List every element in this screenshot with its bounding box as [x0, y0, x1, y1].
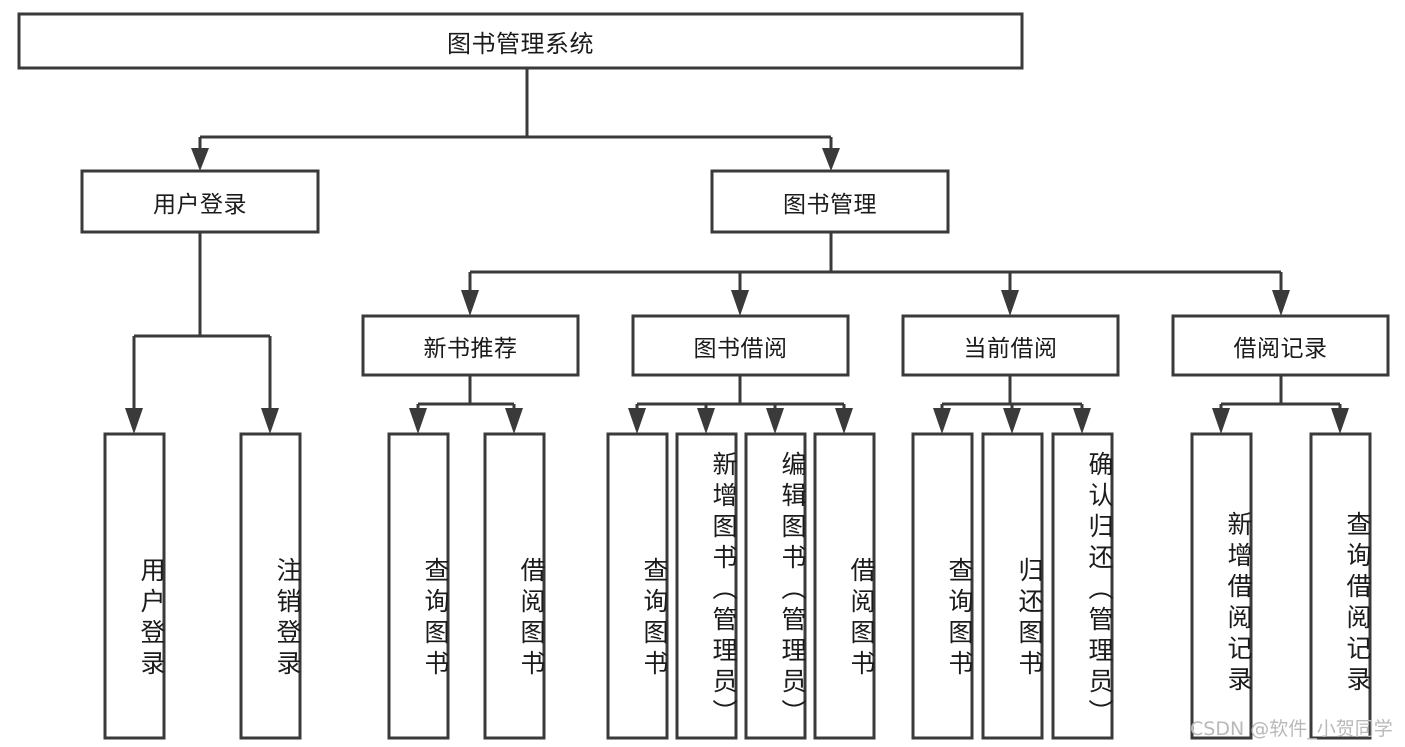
arrow-head-user-login: [191, 148, 209, 171]
arrow-head-book-borrow: [731, 290, 749, 316]
node-box-leaf-book-borrow-3[interactable]: [813, 432, 876, 740]
arrow-head-leaf-borrow-record-0: [1212, 408, 1230, 434]
node-box-leaf-book-borrow-0[interactable]: [606, 432, 669, 740]
node-box-book-management[interactable]: [710, 169, 950, 234]
arrow-head-new-book-recommend: [461, 290, 479, 316]
arrow-head-leaf-user-login-1: [261, 408, 279, 434]
node-box-leaf-new-book-1[interactable]: [483, 432, 546, 740]
node-box-leaf-new-book-0[interactable]: [387, 432, 450, 740]
node-box-root[interactable]: [17, 12, 1024, 70]
arrow-head-leaf-book-borrow-1: [697, 408, 715, 434]
node-box-new-book-recommend[interactable]: [361, 314, 580, 377]
arrow-head-book-management: [822, 148, 840, 171]
node-box-leaf-user-login-1[interactable]: [239, 432, 302, 740]
arrow-head-borrow-record: [1272, 290, 1290, 316]
node-box-leaf-user-login-0[interactable]: [103, 432, 166, 740]
node-box-current-borrow[interactable]: [901, 314, 1120, 377]
node-box-leaf-book-borrow-2[interactable]: [744, 432, 807, 740]
arrow-head-leaf-current-borrow-0: [933, 408, 951, 434]
arrow-head-leaf-new-book-0: [409, 408, 427, 434]
arrow-head-current-borrow: [1001, 290, 1019, 316]
arrow-head-leaf-book-borrow-2: [766, 408, 784, 434]
arrow-head-leaf-user-login-0: [125, 408, 143, 434]
node-box-book-borrow[interactable]: [631, 314, 850, 377]
node-box-leaf-borrow-record-1[interactable]: [1309, 432, 1372, 740]
node-box-leaf-book-borrow-1[interactable]: [675, 432, 738, 740]
arrow-head-leaf-borrow-record-1: [1331, 408, 1349, 434]
arrow-head-leaf-current-borrow-1: [1003, 408, 1021, 434]
node-box-leaf-current-borrow-0[interactable]: [911, 432, 974, 740]
arrow-head-leaf-current-borrow-2: [1073, 408, 1091, 434]
node-box-user-login[interactable]: [80, 169, 320, 234]
arrow-head-leaf-book-borrow-3: [835, 408, 853, 434]
node-box-leaf-current-borrow-1[interactable]: [981, 432, 1044, 740]
node-box-leaf-borrow-record-0[interactable]: [1190, 432, 1253, 740]
node-box-leaf-current-borrow-2[interactable]: [1051, 432, 1114, 740]
arrow-head-leaf-book-borrow-0: [628, 408, 646, 434]
arrow-head-leaf-new-book-1: [505, 408, 523, 434]
node-box-borrow-record[interactable]: [1171, 314, 1390, 377]
